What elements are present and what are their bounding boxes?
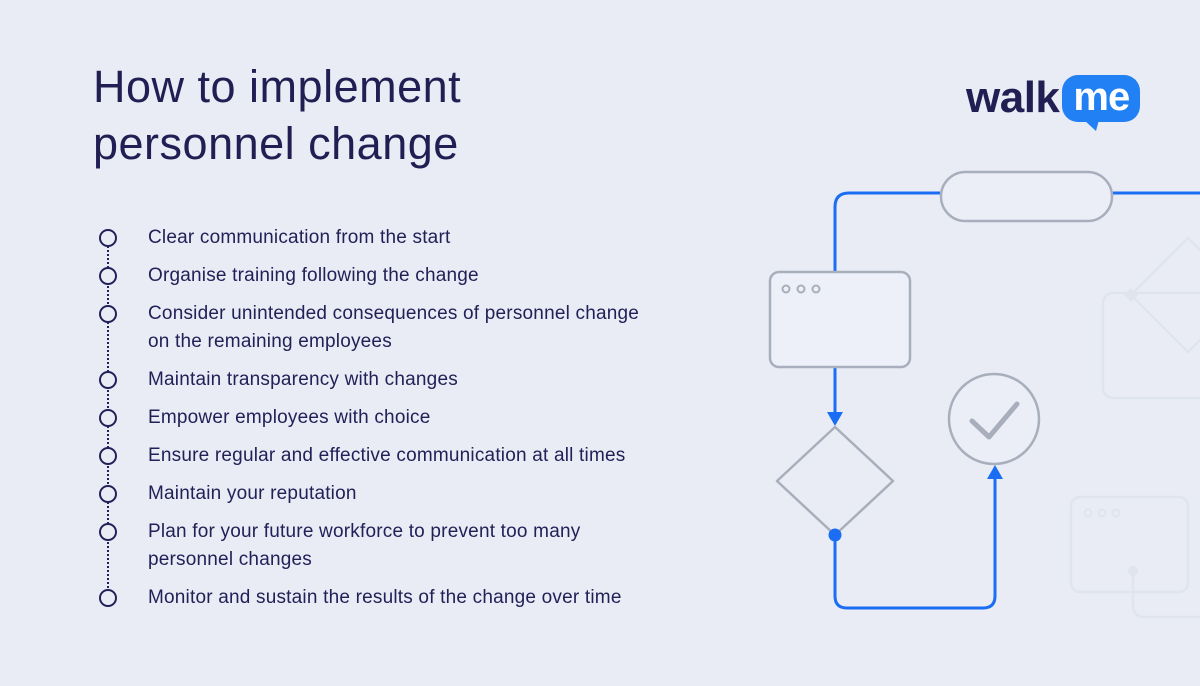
bullet-circle-icon — [99, 267, 117, 285]
flow-junction-dot — [828, 528, 842, 542]
list-item-line: Clear communication from the start — [148, 227, 451, 248]
bullet-circle-icon — [99, 409, 117, 427]
list-item-line: Consider unintended consequences of pers… — [148, 303, 640, 324]
logo-speech-bubble-icon: me — [1062, 74, 1141, 131]
flow-connector-bottom — [833, 478, 997, 610]
list-item-line: Monitor and sustain the results of the c… — [148, 587, 622, 608]
list-item-text: Empower employees with choice — [148, 404, 430, 432]
list-item: Clear communication from the start — [99, 224, 739, 252]
list-item-line: Plan for your future workforce to preven… — [148, 521, 581, 542]
list-item-line: Maintain transparency with changes — [148, 369, 458, 390]
envelope-body-icon — [1101, 291, 1200, 400]
list-item-text: Monitor and sustain the results of the c… — [148, 584, 622, 612]
faint-connector-line — [1131, 571, 1200, 619]
faint-browser-window-icon — [1069, 495, 1190, 594]
bullet-circle-icon — [99, 371, 117, 389]
walkme-logo: walk me — [966, 72, 1141, 131]
bullet-circle-icon — [99, 485, 117, 503]
flow-connector-top — [833, 191, 1200, 413]
list-item: Maintain transparency with changes — [99, 366, 739, 394]
envelope-flap-dot-icon — [1124, 288, 1138, 302]
bullet-circle-icon — [99, 523, 117, 541]
list-item-line: Organise training following the change — [148, 265, 479, 286]
window-dot-icon — [781, 284, 791, 294]
faint-window-dot-icon — [1097, 508, 1107, 518]
list-item: Maintain your reputation — [99, 480, 739, 508]
list-item-text: Consider unintended consequences of pers… — [148, 300, 639, 356]
list-item: Monitor and sustain the results of the c… — [99, 584, 739, 612]
list-item-text: Maintain your reputation — [148, 480, 357, 508]
list-item: Consider unintended consequences of pers… — [99, 300, 739, 356]
list-item-line: Ensure regular and effective communicati… — [148, 445, 626, 466]
list-item-text: Plan for your future workforce to preven… — [148, 518, 580, 574]
list-item: Empower employees with choice — [99, 404, 739, 432]
page-title: How to implement personnel change — [93, 58, 461, 172]
arrow-up-icon — [987, 465, 1003, 479]
browser-window-icon — [768, 270, 912, 369]
faint-window-dot-icon — [1083, 508, 1093, 518]
bullet-circle-icon — [99, 589, 117, 607]
list-item: Ensure regular and effective communicati… — [99, 442, 739, 470]
list-item-line: Maintain your reputation — [148, 483, 357, 504]
window-dot-icon — [811, 284, 821, 294]
list-item-line: personnel changes — [148, 549, 312, 570]
logo-word-me: me — [1073, 74, 1130, 119]
list-item: Organise training following the change — [99, 262, 739, 290]
window-dot-icon — [796, 284, 806, 294]
list-item-text: Clear communication from the start — [148, 224, 450, 252]
pill-node — [939, 170, 1114, 223]
list-item-line: on the remaining employees — [148, 331, 392, 352]
envelope-flap-icon — [1129, 236, 1200, 354]
list-item-text: Maintain transparency with changes — [148, 366, 458, 394]
decision-diamond-icon — [775, 425, 895, 537]
list-item-line: Empower employees with choice — [148, 407, 431, 428]
list-item-text: Organise training following the change — [148, 262, 479, 290]
arrow-down-icon — [827, 412, 843, 426]
bullet-circle-icon — [99, 229, 117, 247]
checklist: Clear communication from the start Organ… — [99, 224, 739, 622]
logo-word-walk: walk — [966, 73, 1060, 122]
check-circle-icon — [947, 372, 1041, 466]
checkmark-icon — [969, 401, 1020, 440]
page-title-line2: personnel change — [93, 118, 459, 169]
bullet-circle-icon — [99, 305, 117, 323]
faint-window-dot-icon — [1111, 508, 1121, 518]
list-item: Plan for your future workforce to preven… — [99, 518, 739, 574]
list-item-text: Ensure regular and effective communicati… — [148, 442, 625, 470]
page-title-line1: How to implement — [93, 61, 462, 112]
bullet-circle-icon — [99, 447, 117, 465]
